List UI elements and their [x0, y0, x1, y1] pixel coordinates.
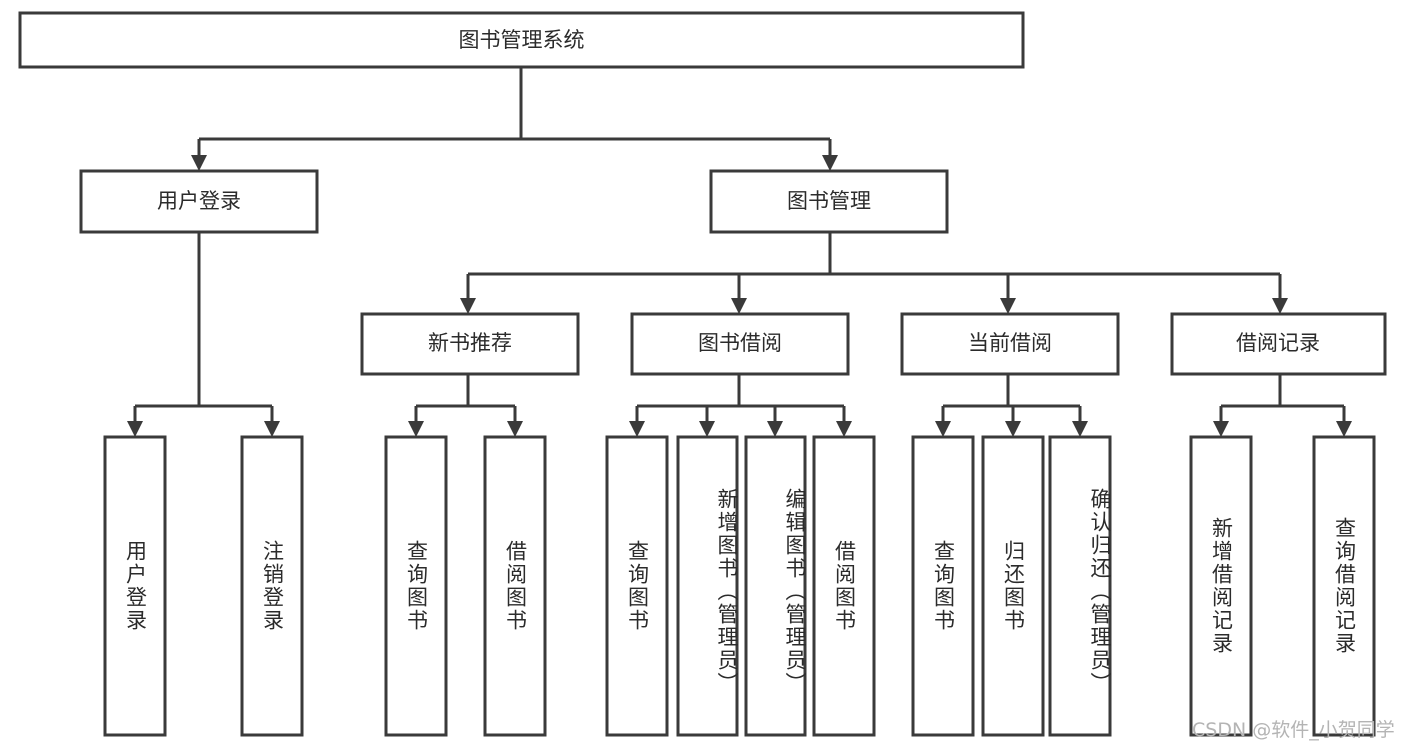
- arrowhead-leaf-query-book-3: [935, 421, 951, 437]
- arrowhead-user-login: [191, 155, 207, 171]
- arrowhead-leaf-query-record: [1336, 421, 1352, 437]
- arrowhead-new-book-recommend: [460, 298, 476, 314]
- arrowhead-leaf-confirm-return: [1072, 421, 1088, 437]
- node-user-login[interactable]: 用户登录: [79, 169, 319, 234]
- arrowhead-leaf-query-book-1: [408, 421, 424, 437]
- arrowhead-leaf-user-login: [127, 421, 143, 437]
- arrowhead-leaf-query-book-2: [629, 421, 645, 437]
- leaf-borrow-book-1-box[interactable]: [483, 435, 547, 737]
- node-current-borrow[interactable]: 当前借阅: [900, 312, 1120, 376]
- node-book-manage-box[interactable]: [709, 169, 949, 234]
- arrowhead-leaf-borrow-book-2: [836, 421, 852, 437]
- node-root[interactable]: 图书管理系统: [18, 11, 1025, 69]
- csdn-watermark: CSDN @软件_小贺同学: [1192, 719, 1395, 741]
- leaf-query-book-2-box[interactable]: [605, 435, 669, 737]
- node-user-login-box[interactable]: [79, 169, 319, 234]
- node-new-book-recommend-box[interactable]: [360, 312, 580, 376]
- node-root-box[interactable]: [18, 11, 1025, 69]
- node-current-borrow-label: 当前借阅: [968, 331, 1052, 355]
- node-book-manage[interactable]: 图书管理: [709, 169, 949, 234]
- connector-group-user-login-leaves: [127, 232, 280, 437]
- node-borrow-record[interactable]: 借阅记录: [1170, 312, 1387, 376]
- connector-group-current-borrow-leaves: [935, 374, 1088, 437]
- node-new-book-recommend-label: 新书推荐: [428, 331, 512, 355]
- node-book-borrow-box[interactable]: [630, 312, 850, 376]
- connector-group-borrow-record-leaves: [1213, 374, 1352, 437]
- node-borrow-record-box[interactable]: [1170, 312, 1387, 376]
- leaf-add-record-box[interactable]: [1189, 435, 1253, 737]
- node-new-book-recommend[interactable]: 新书推荐: [360, 312, 580, 376]
- node-book-manage-label: 图书管理: [787, 189, 871, 213]
- leaf-boxes: [103, 435, 1376, 737]
- leaf-user-login-box[interactable]: [103, 435, 167, 737]
- leaf-query-book-1-box[interactable]: [384, 435, 448, 737]
- node-current-borrow-box[interactable]: [900, 312, 1120, 376]
- connector-group-book-borrow-leaves: [629, 374, 852, 437]
- node-book-borrow[interactable]: 图书借阅: [630, 312, 850, 376]
- leaf-confirm-return-box[interactable]: [1048, 435, 1112, 737]
- arrowhead-leaf-borrow-book-1: [507, 421, 523, 437]
- arrowhead-book-borrow: [731, 298, 747, 314]
- node-user-login-label: 用户登录: [157, 189, 241, 213]
- leaf-add-book-box[interactable]: [676, 435, 739, 737]
- arrowhead-book-manage: [822, 155, 838, 171]
- connector-group-book-manage-to-level3: [460, 232, 1288, 314]
- arrowhead-leaf-add-book: [699, 421, 715, 437]
- leaf-edit-book-box[interactable]: [744, 435, 807, 737]
- arrowhead-leaf-add-record: [1213, 421, 1229, 437]
- arrowhead-leaf-return-book: [1005, 421, 1021, 437]
- leaf-borrow-book-2-box[interactable]: [812, 435, 876, 737]
- arrowhead-borrow-record: [1272, 298, 1288, 314]
- arrowhead-leaf-edit-book: [767, 421, 783, 437]
- leaf-query-record-box[interactable]: [1312, 435, 1376, 737]
- connector-group-root-to-level2: [191, 67, 838, 171]
- node-root-label: 图书管理系统: [459, 28, 585, 52]
- arrowhead-current-borrow: [1000, 298, 1016, 314]
- node-book-borrow-label: 图书借阅: [698, 331, 782, 355]
- leaf-return-book-box[interactable]: [981, 435, 1045, 737]
- connector-group-new-book-recommend-leaves: [408, 374, 523, 437]
- node-borrow-record-label: 借阅记录: [1236, 331, 1320, 355]
- leaf-query-book-3-box[interactable]: [911, 435, 975, 737]
- arrowhead-leaf-user-logout: [264, 421, 280, 437]
- leaf-user-logout-box[interactable]: [240, 435, 304, 737]
